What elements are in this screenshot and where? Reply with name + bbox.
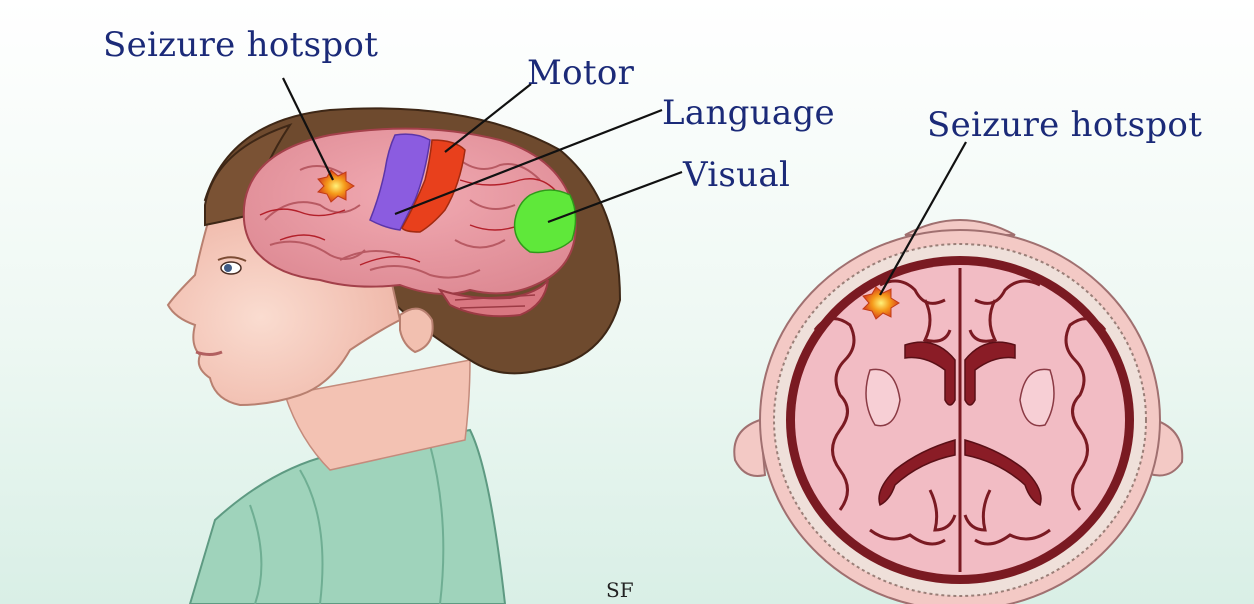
label-seizure-hotspot-side: Seizure hotspot <box>103 28 378 62</box>
visual-region <box>515 190 576 253</box>
label-seizure-hotspot-axial: Seizure hotspot <box>927 108 1202 142</box>
artist-signature: SF <box>606 578 634 602</box>
label-language: Language <box>662 96 835 130</box>
label-motor: Motor <box>527 56 634 90</box>
label-visual: Visual <box>683 158 790 192</box>
